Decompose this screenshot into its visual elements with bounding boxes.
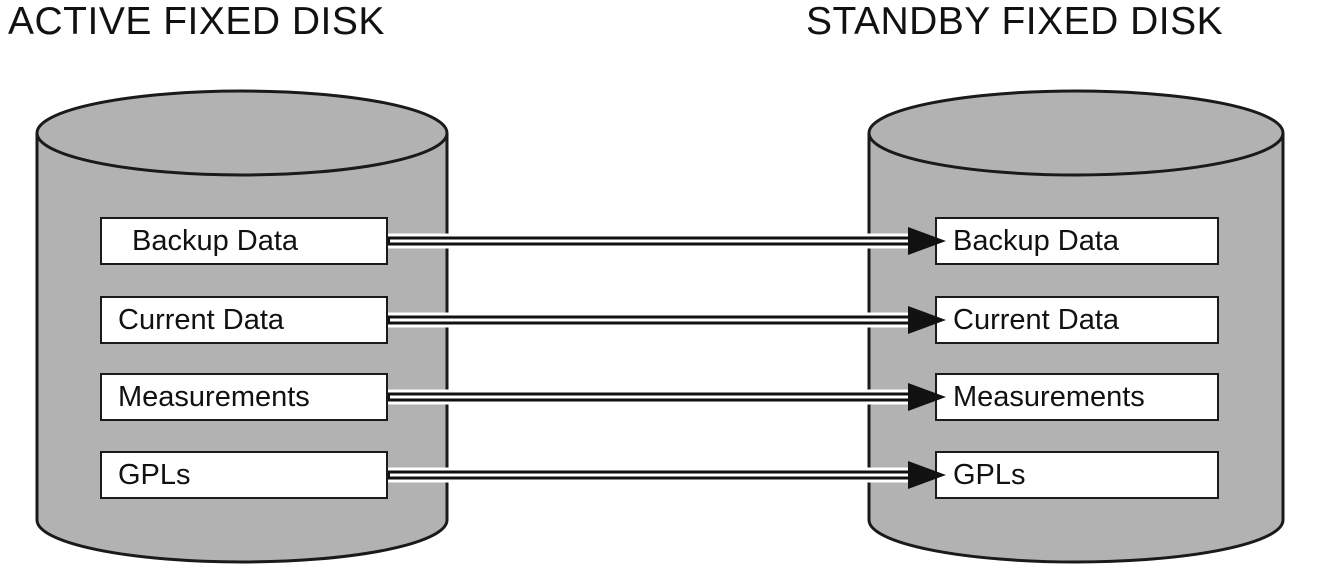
standby-box-current-data: Current Data [935, 296, 1219, 344]
standby-box-gpls-label: GPLs [953, 458, 1026, 491]
standby-box-gpls: GPLs [935, 451, 1219, 499]
active-box-current-data-label: Current Data [118, 303, 285, 336]
standby-box-backup-data: Backup Data [935, 217, 1219, 265]
active-box-gpls: GPLs [100, 451, 388, 499]
standby-box-current-data-label: Current Data [953, 303, 1120, 336]
standby-box-backup-data-label: Backup Data [953, 224, 1120, 257]
active-box-backup-data-label: Backup Data [132, 224, 299, 257]
active-box-measurements: Measurements [100, 373, 388, 421]
active-disk-title: ACTIVE FIXED DISK [8, 0, 385, 43]
standby-disk-top-ellipse [867, 89, 1285, 177]
active-box-measurements-label: Measurements [118, 380, 310, 413]
standby-box-measurements-label: Measurements [953, 380, 1145, 413]
active-box-backup-data: Backup Data [100, 217, 388, 265]
standby-box-measurements: Measurements [935, 373, 1219, 421]
active-box-current-data: Current Data [100, 296, 388, 344]
standby-disk-title: STANDBY FIXED DISK [806, 0, 1224, 43]
active-disk-top-ellipse [35, 89, 449, 177]
active-box-gpls-label: GPLs [118, 458, 191, 491]
